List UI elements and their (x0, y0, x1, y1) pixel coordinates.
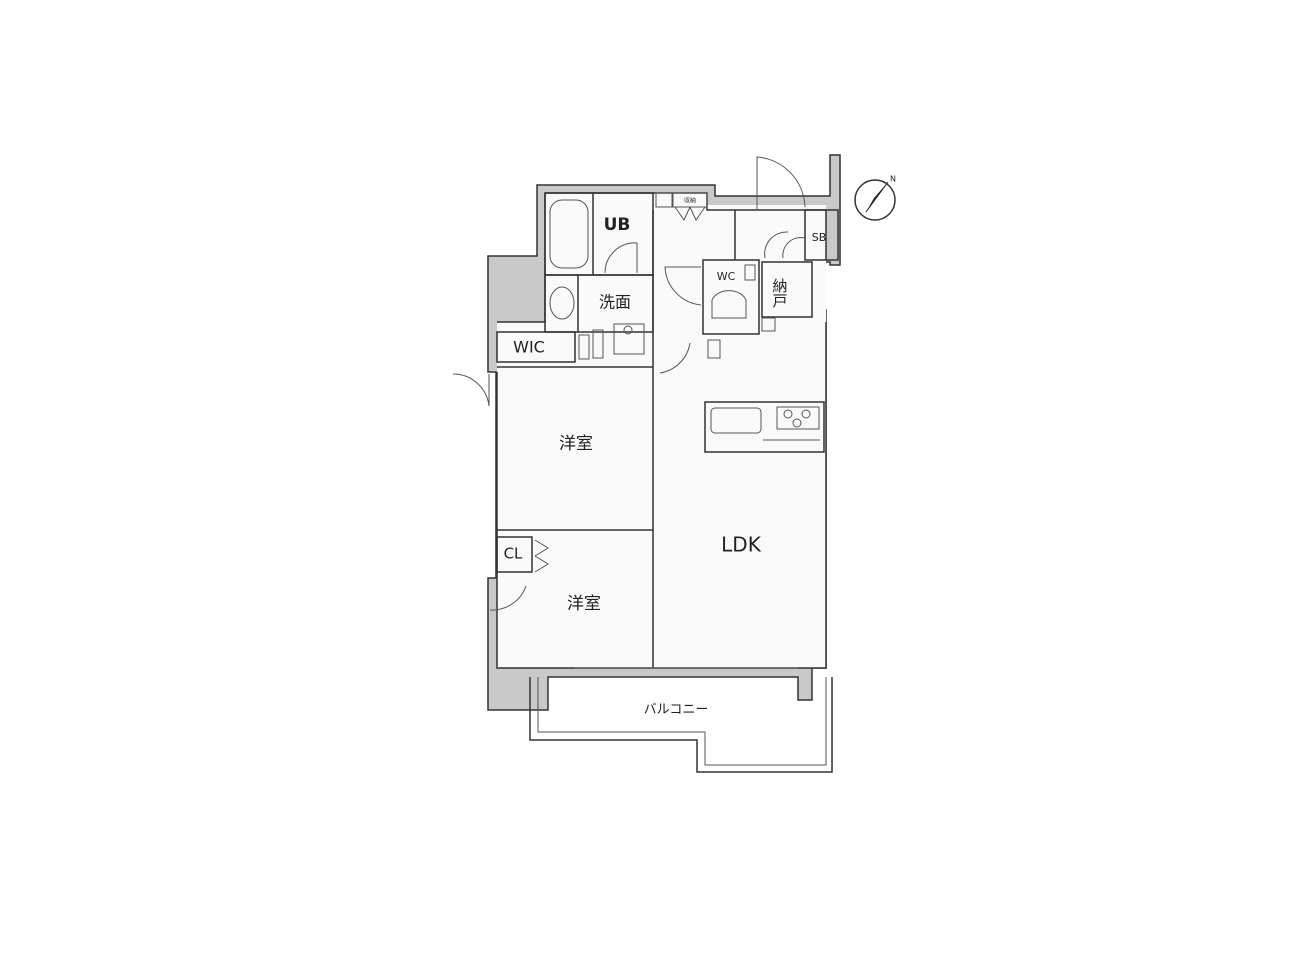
door-swing-icon (604, 242, 638, 274)
room-label-western-1: 洋室 (559, 434, 593, 454)
room-label-washroom: 洗面 (599, 293, 631, 312)
compass-label: N (890, 175, 896, 184)
closet (496, 536, 533, 573)
shoe-box (804, 209, 839, 261)
room-label-ldk: LDK (721, 533, 762, 557)
room-label-closet: CL (504, 545, 523, 563)
sink-icon (549, 286, 575, 320)
room-label-shoe-box: SB (812, 231, 827, 244)
room-label-western-2: 洋室 (567, 594, 601, 614)
door-swing-icon (452, 373, 490, 407)
room-label-wic: WIC (513, 338, 545, 357)
kitchen-counter (704, 401, 825, 453)
bathtub-icon (549, 199, 589, 269)
room-label-storage: 納戸 (771, 278, 789, 308)
kitchen-sink-icon (710, 407, 762, 434)
wc-room (702, 259, 760, 335)
washer-icon (613, 323, 645, 355)
balcony-outline (529, 677, 833, 773)
compass-icon: N (854, 175, 896, 221)
stove-icon (776, 406, 820, 430)
room-label-ub: UB (604, 215, 631, 235)
room-label-balcony: バルコニー (644, 703, 709, 718)
entrance-door-icon (756, 156, 806, 210)
toilet-icon (711, 290, 747, 319)
room-label-wc: WC (717, 270, 736, 283)
room-label-small-storage: 収納 (684, 197, 696, 205)
